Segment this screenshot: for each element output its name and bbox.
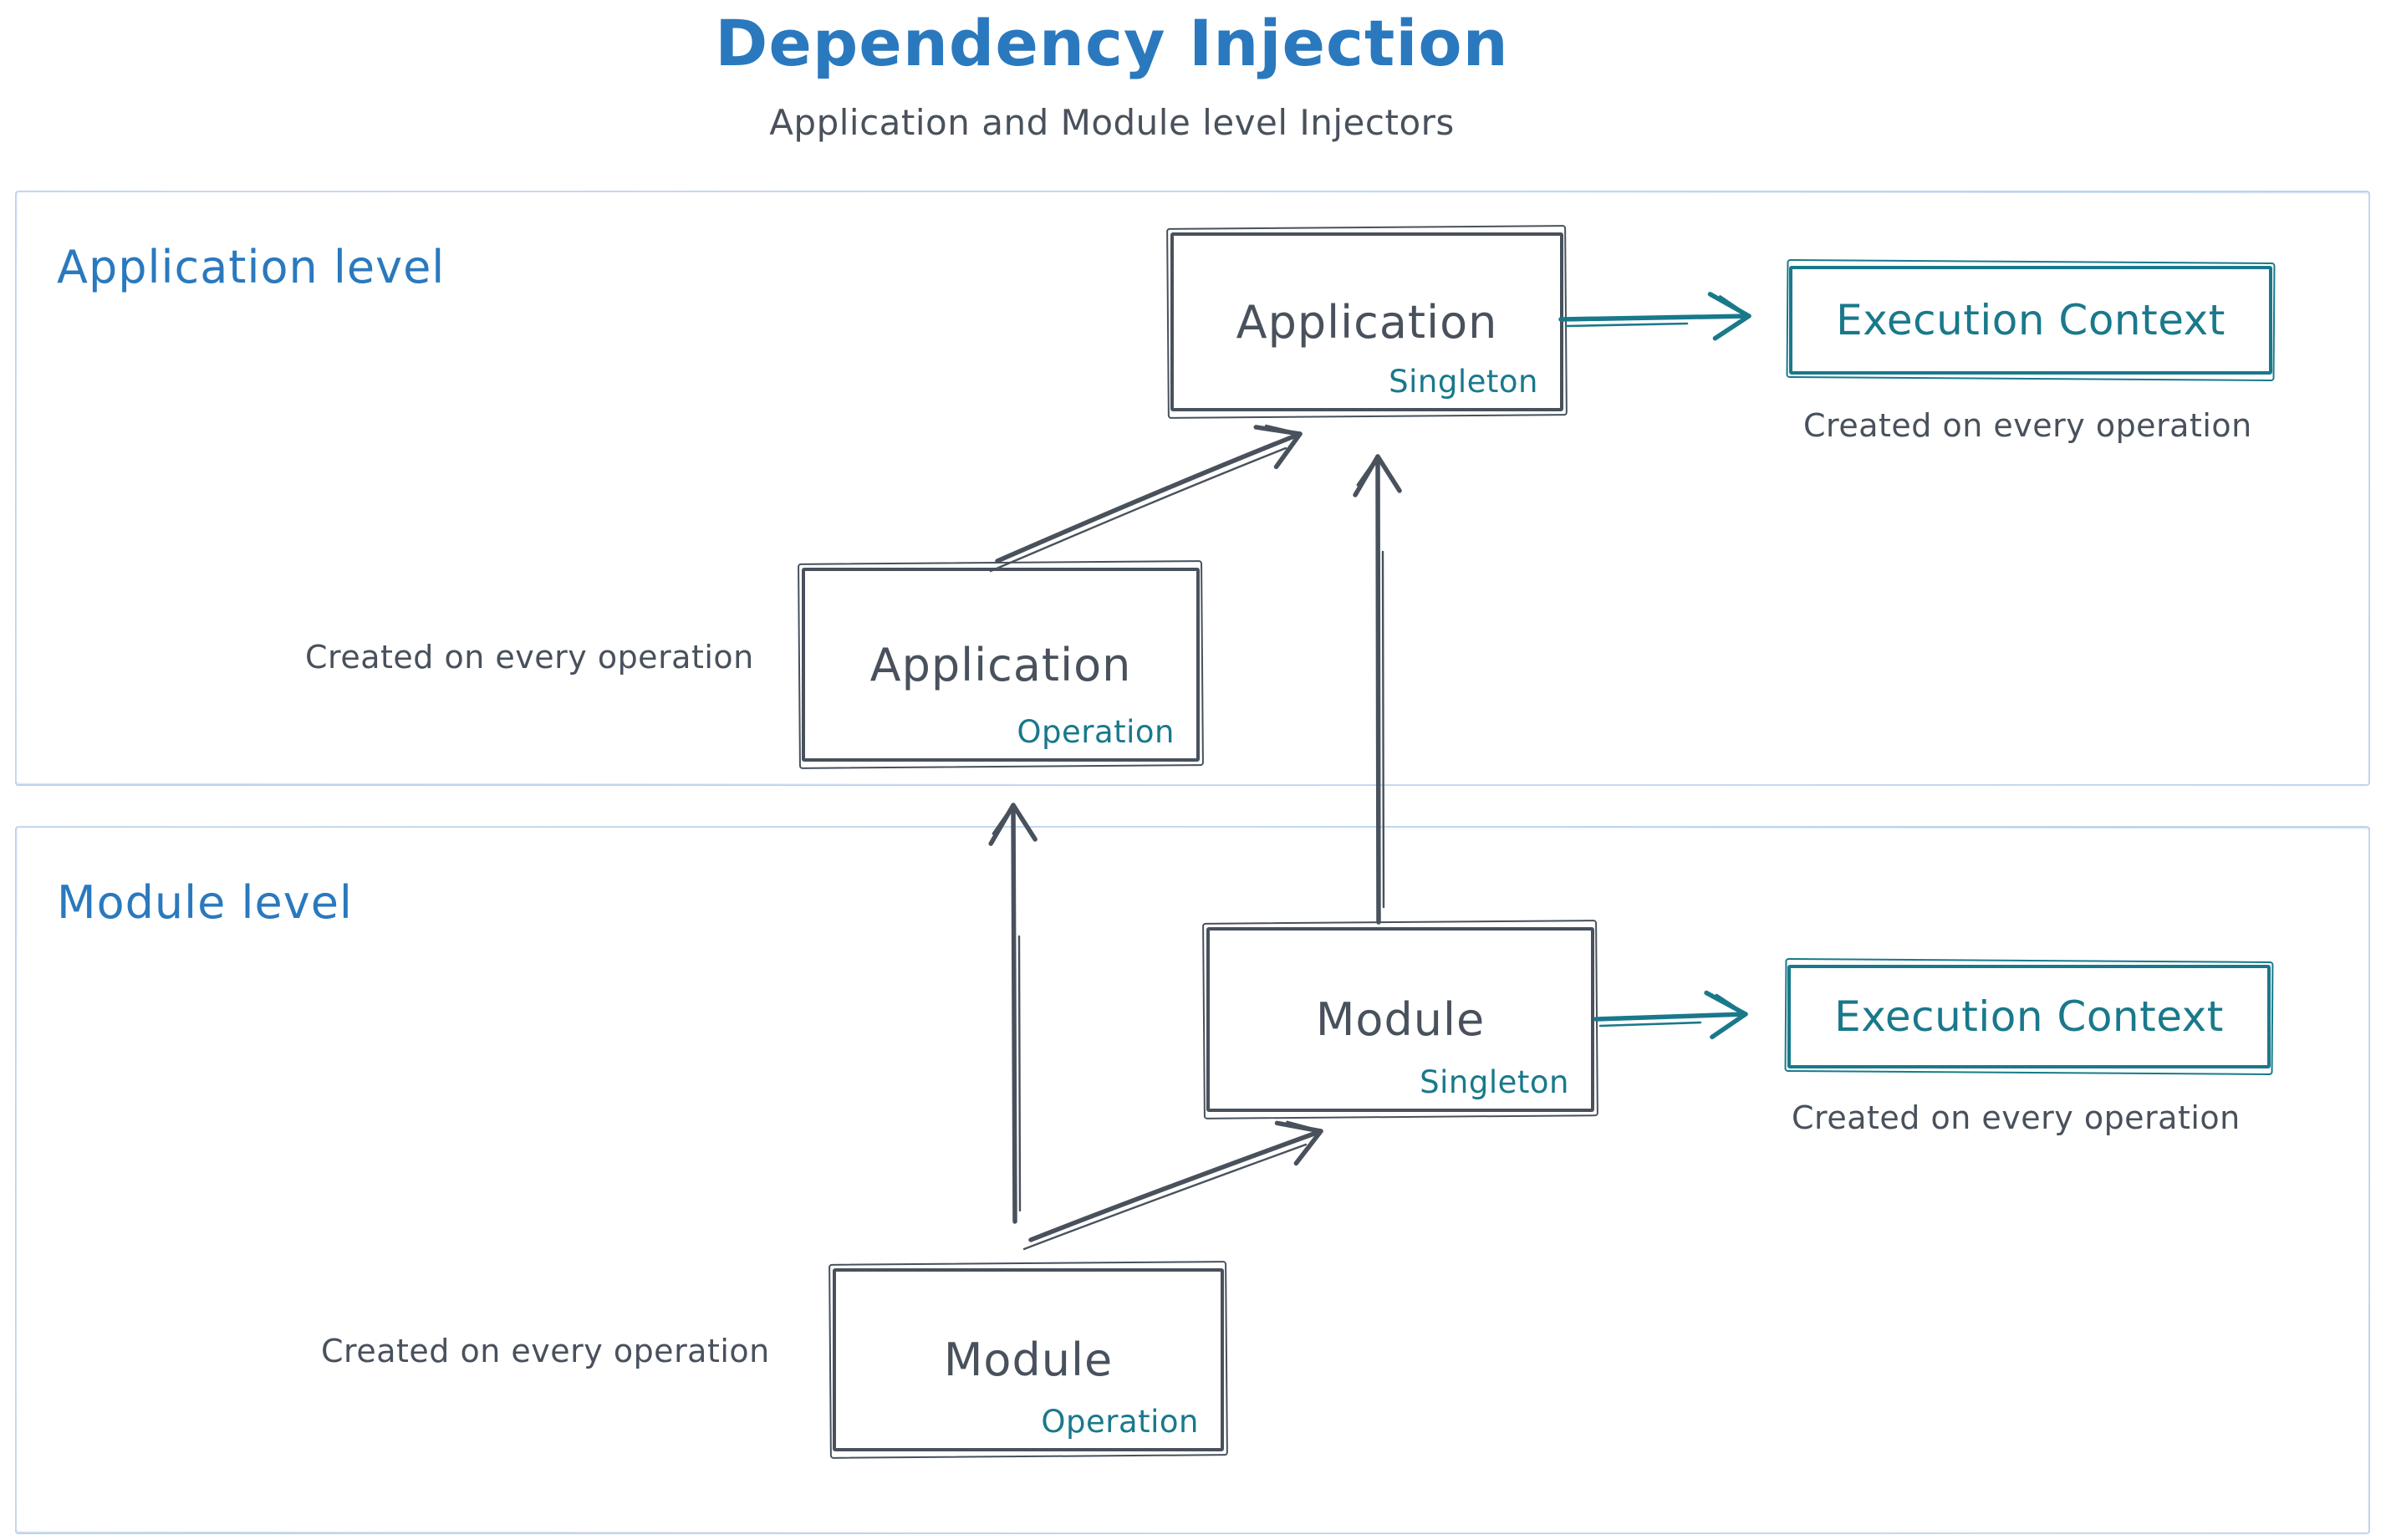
node-application-operation: Application Operation bbox=[802, 568, 1200, 762]
execution-context-application-label: Execution Context bbox=[1836, 296, 2225, 344]
section-module-level: Module level bbox=[15, 826, 2370, 1534]
diagram-header: Dependency Injection Application and Mod… bbox=[0, 12, 2224, 140]
node-module-singleton-scope: Singleton bbox=[1420, 1064, 1569, 1100]
node-module-singleton: Module Singleton bbox=[1206, 927, 1594, 1112]
caption-module-operation: Created on every operation bbox=[321, 1333, 770, 1369]
page-subtitle: Application and Module level Injectors bbox=[769, 102, 1455, 143]
node-application-singleton-label: Application bbox=[1236, 295, 1498, 349]
node-execution-context-module: Execution Context bbox=[1787, 965, 2271, 1068]
caption-ec-module: Created on every operation bbox=[1792, 1099, 2241, 1136]
node-application-operation-label: Application bbox=[869, 638, 1132, 691]
node-module-singleton-label: Module bbox=[1315, 993, 1486, 1046]
page-title: Dependency Injection bbox=[715, 6, 1509, 80]
node-module-operation-label: Module bbox=[943, 1333, 1114, 1386]
caption-ec-application: Created on every operation bbox=[1803, 407, 2252, 444]
node-application-singleton-scope: Singleton bbox=[1389, 364, 1538, 400]
section-application-level: Application level bbox=[15, 191, 2370, 786]
node-module-operation-scope: Operation bbox=[1041, 1404, 1199, 1440]
application-level-label: Application level bbox=[57, 241, 446, 293]
execution-context-module-label: Execution Context bbox=[1834, 992, 2224, 1041]
module-level-label: Module level bbox=[57, 876, 353, 929]
node-module-operation: Module Operation bbox=[833, 1268, 1224, 1451]
node-application-operation-scope: Operation bbox=[1017, 714, 1175, 750]
node-application-singleton: Application Singleton bbox=[1170, 232, 1563, 411]
node-execution-context-application: Execution Context bbox=[1789, 266, 2272, 375]
caption-application-operation: Created on every operation bbox=[305, 639, 754, 676]
